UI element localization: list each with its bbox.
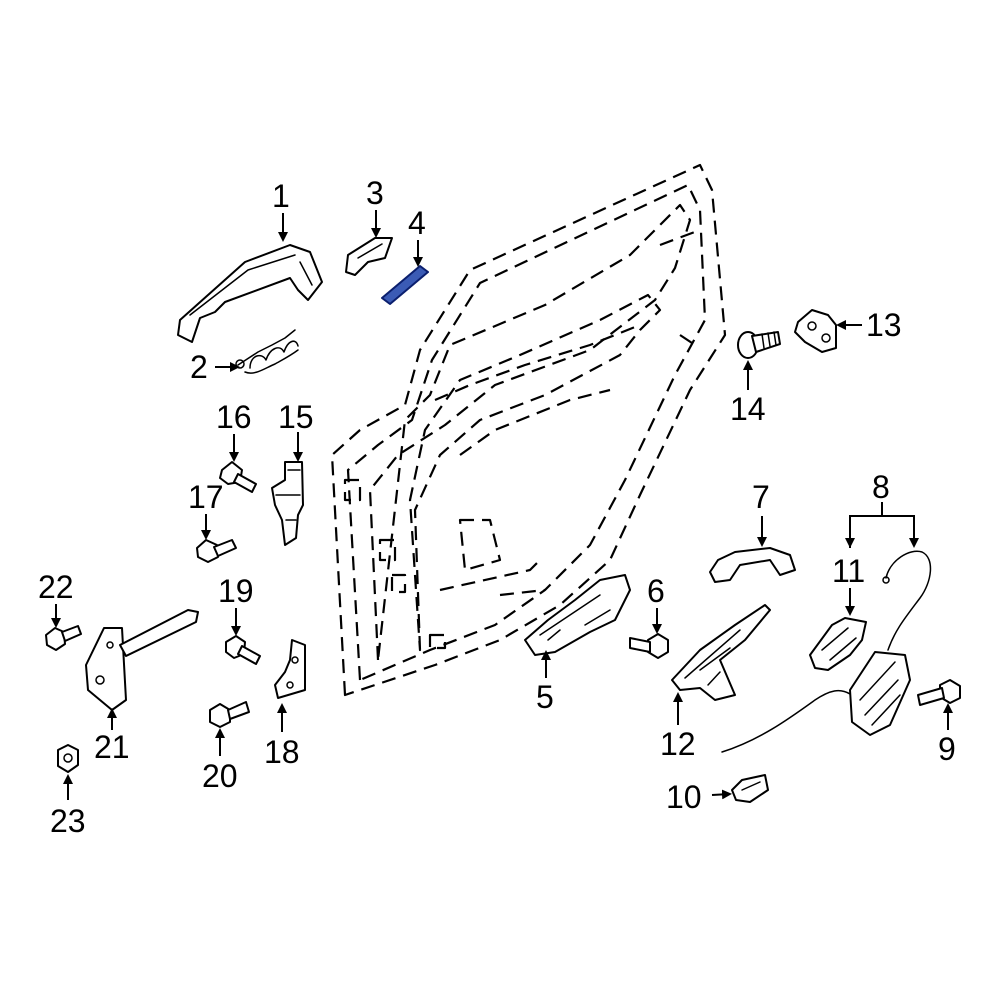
inner-bracket-part-12 (671, 604, 771, 701)
cap-part-3 (345, 237, 393, 276)
gasket-part-4 (381, 265, 429, 305)
bolt-part-6 (629, 633, 669, 659)
callout-15: 15 (278, 399, 314, 435)
callout-19: 19 (218, 573, 254, 609)
cable-part-8 (721, 550, 932, 753)
callout-21: 21 (94, 729, 130, 765)
callout-18: 18 (264, 734, 300, 770)
hinge-bracket-part-18 (274, 639, 306, 699)
callout-20: 20 (202, 758, 238, 794)
outside-handle-part-1 (177, 244, 323, 343)
callout-2: 2 (190, 349, 208, 385)
handle-bracket-part-5 (524, 574, 631, 656)
callout-9: 9 (938, 731, 956, 767)
nut-part-23 (57, 744, 79, 773)
bolt-part-16 (219, 461, 257, 493)
actuator-part-11 (809, 617, 867, 671)
callout-1: 1 (272, 178, 290, 214)
bolt-part-20 (209, 701, 250, 728)
leader-lines (51, 210, 953, 800)
bolt-part-22 (45, 625, 82, 651)
callout-4: 4 (408, 205, 426, 241)
callout-7: 7 (752, 479, 770, 515)
door-check-part-21 (85, 609, 199, 711)
callout-17: 17 (188, 479, 224, 515)
callout-labels: 1 2 3 4 5 6 7 8 9 10 11 12 13 14 15 16 1… (38, 175, 956, 839)
callout-11: 11 (832, 553, 865, 589)
callout-6: 6 (647, 573, 665, 609)
callout-12: 12 (660, 726, 696, 762)
bolt-part-19 (225, 635, 261, 665)
striker-part-13 (794, 309, 837, 353)
bracket-part-15 (271, 461, 304, 546)
callout-8: 8 (872, 469, 890, 505)
latch-assembly-part-9 (849, 651, 961, 736)
highlighted-part (381, 265, 429, 305)
bolt-part-17 (196, 539, 237, 563)
door-outline (330, 163, 727, 697)
callout-16: 16 (216, 399, 252, 435)
callout-3: 3 (366, 175, 384, 211)
callout-10: 10 (666, 779, 702, 815)
callout-14: 14 (730, 391, 766, 427)
pin-part-14 (737, 331, 781, 359)
callout-22: 22 (38, 569, 74, 605)
callout-23: 23 (50, 803, 86, 839)
callout-13: 13 (866, 307, 902, 343)
callout-5: 5 (536, 679, 554, 715)
clip-part-10 (731, 774, 769, 803)
cover-part-7 (709, 547, 796, 583)
spring-part-2 (235, 329, 299, 374)
